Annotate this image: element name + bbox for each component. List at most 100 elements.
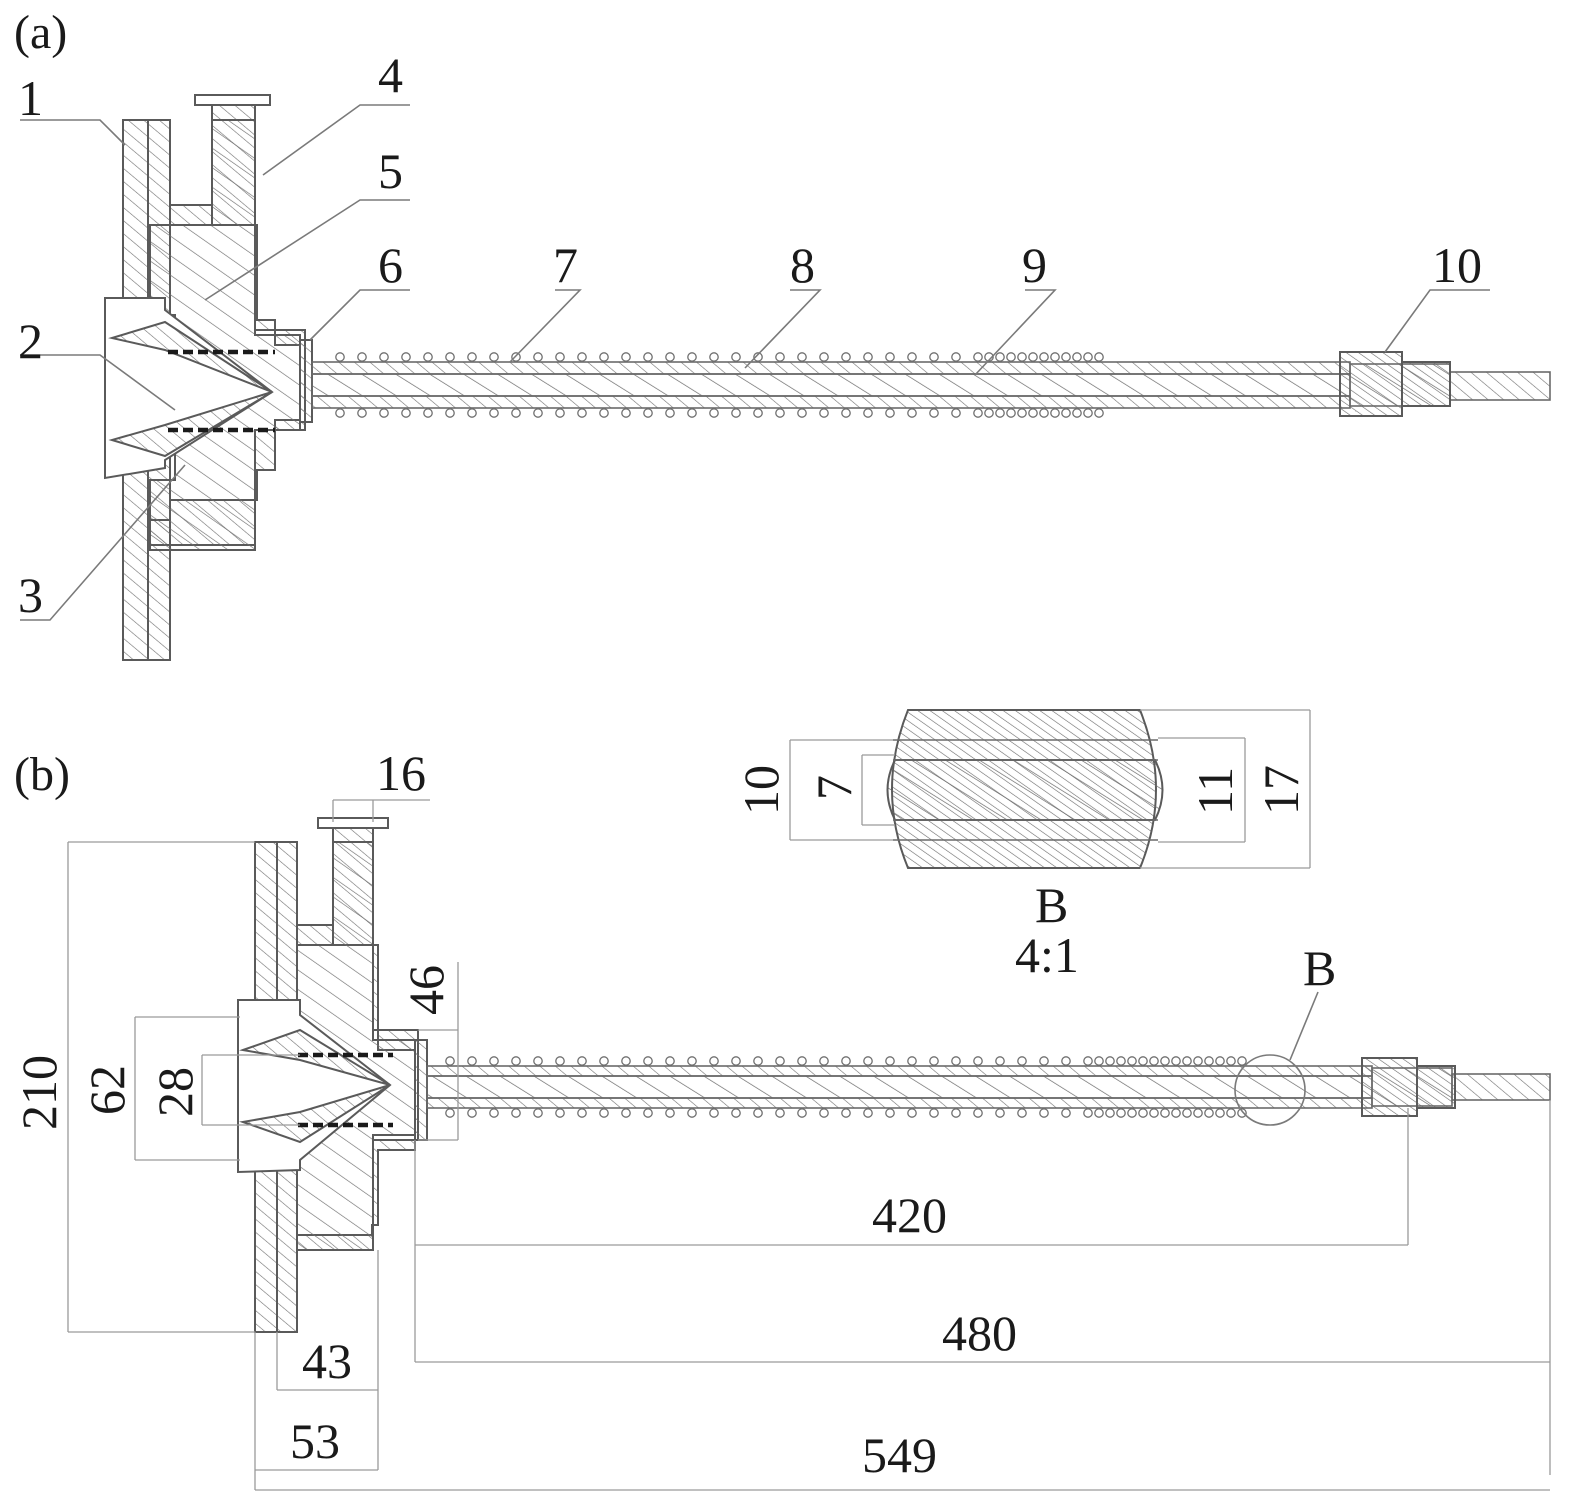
coil-turn (1193, 1108, 1203, 1118)
coil-turn (555, 352, 565, 362)
dim-16: 16 (376, 745, 426, 801)
coil-turn (709, 1108, 719, 1118)
coil-turn (489, 1056, 499, 1066)
dim-549: 549 (862, 1427, 937, 1483)
coil-turn (885, 352, 895, 362)
coil-turn (841, 1108, 851, 1118)
coil-turn (841, 1056, 851, 1066)
coil-turn (1182, 1108, 1192, 1118)
coil-turn (1028, 408, 1038, 418)
coil-turn (863, 1108, 873, 1118)
coil-turn (555, 408, 565, 418)
coil-turn (1061, 1056, 1071, 1066)
coil-turn (357, 352, 367, 362)
coil-turn (1061, 352, 1071, 362)
coil-turn (885, 1108, 895, 1118)
coil-turn (731, 408, 741, 418)
coil-turn (1061, 408, 1071, 418)
coil-turn (1006, 352, 1016, 362)
coil-turn (819, 352, 829, 362)
coil-turn (1083, 408, 1093, 418)
coil-turn (1160, 1056, 1170, 1066)
coil-turn (819, 1108, 829, 1118)
coil-turn (995, 1108, 1005, 1118)
coil-turn (401, 352, 411, 362)
coil-turn (1072, 352, 1082, 362)
coil-turn (1050, 352, 1060, 362)
coil-turn (1193, 1056, 1203, 1066)
coil-turn (731, 352, 741, 362)
coil-turn (423, 408, 433, 418)
part-label-4: 4 (378, 47, 403, 103)
coil-turn (1138, 1056, 1148, 1066)
coil-turn (973, 408, 983, 418)
coil-turn (1017, 408, 1027, 418)
coil-turn (731, 1056, 741, 1066)
part-label-2: 2 (18, 313, 43, 369)
coil-turn (863, 1056, 873, 1066)
coil-turn (643, 408, 653, 418)
detail-b-view (789, 709, 1311, 869)
coil-turn (1094, 408, 1104, 418)
coil-turn (863, 408, 873, 418)
coil-turn (643, 1108, 653, 1118)
coil-turn (1182, 1056, 1192, 1066)
dim-43: 43 (302, 1333, 352, 1389)
coil-turn (797, 352, 807, 362)
coil-turn (775, 1056, 785, 1066)
coil-turn (533, 408, 543, 418)
panel-a-assembly: (a) 1 2 3 4 5 6 7 8 9 10 (14, 6, 1551, 661)
coil-turn (1072, 408, 1082, 418)
dimension-lines (67, 799, 1551, 1491)
coil-turn (1050, 408, 1060, 418)
coil-turn (709, 1056, 719, 1066)
coil-turn (885, 1056, 895, 1066)
coil-turn (1226, 1056, 1236, 1066)
coil-turn (489, 408, 499, 418)
coil-turn (621, 1056, 631, 1066)
coil-turn (1039, 352, 1049, 362)
coil-turn (929, 1056, 939, 1066)
coil-turn (1083, 1056, 1093, 1066)
coil-turn (665, 1056, 675, 1066)
part-label-7: 7 (553, 237, 578, 293)
coil-turn (929, 352, 939, 362)
coil-turn (984, 408, 994, 418)
coil-turn (643, 1056, 653, 1066)
coil-turn (489, 1108, 499, 1118)
coil-turn (819, 1056, 829, 1066)
coil-windings-a (335, 352, 1104, 418)
coil-turn (621, 352, 631, 362)
coil-turn (973, 352, 983, 362)
coil-turn (1061, 1108, 1071, 1118)
detail-name: B (1035, 877, 1068, 933)
coil-turn (1105, 1056, 1115, 1066)
coil-turn (907, 408, 917, 418)
coil-turn (335, 408, 345, 418)
coil-turn (709, 408, 719, 418)
detail-dim-17: 17 (1253, 765, 1309, 815)
coil-turn (335, 352, 345, 362)
coil-turn (753, 1108, 763, 1118)
coil-turn (1171, 1056, 1181, 1066)
coil-turn (621, 408, 631, 418)
coil-turn (907, 1056, 917, 1066)
coil-turn (577, 408, 587, 418)
coil-turn (951, 352, 961, 362)
coil-turn (731, 1108, 741, 1118)
coil-turn (511, 408, 521, 418)
part-label-5: 5 (378, 143, 403, 199)
dim-420: 420 (872, 1187, 947, 1243)
part-label-1: 1 (18, 70, 43, 126)
dim-53: 53 (290, 1413, 340, 1469)
coil-turn (753, 352, 763, 362)
detail-dim-11: 11 (1187, 767, 1243, 815)
coil-turn (1039, 1108, 1049, 1118)
coil-turn (1006, 408, 1016, 418)
coil-turn (379, 408, 389, 418)
coil-turn (1149, 1108, 1159, 1118)
coil-turn (467, 408, 477, 418)
coil-turn (1127, 1108, 1137, 1118)
coil-turn (907, 352, 917, 362)
